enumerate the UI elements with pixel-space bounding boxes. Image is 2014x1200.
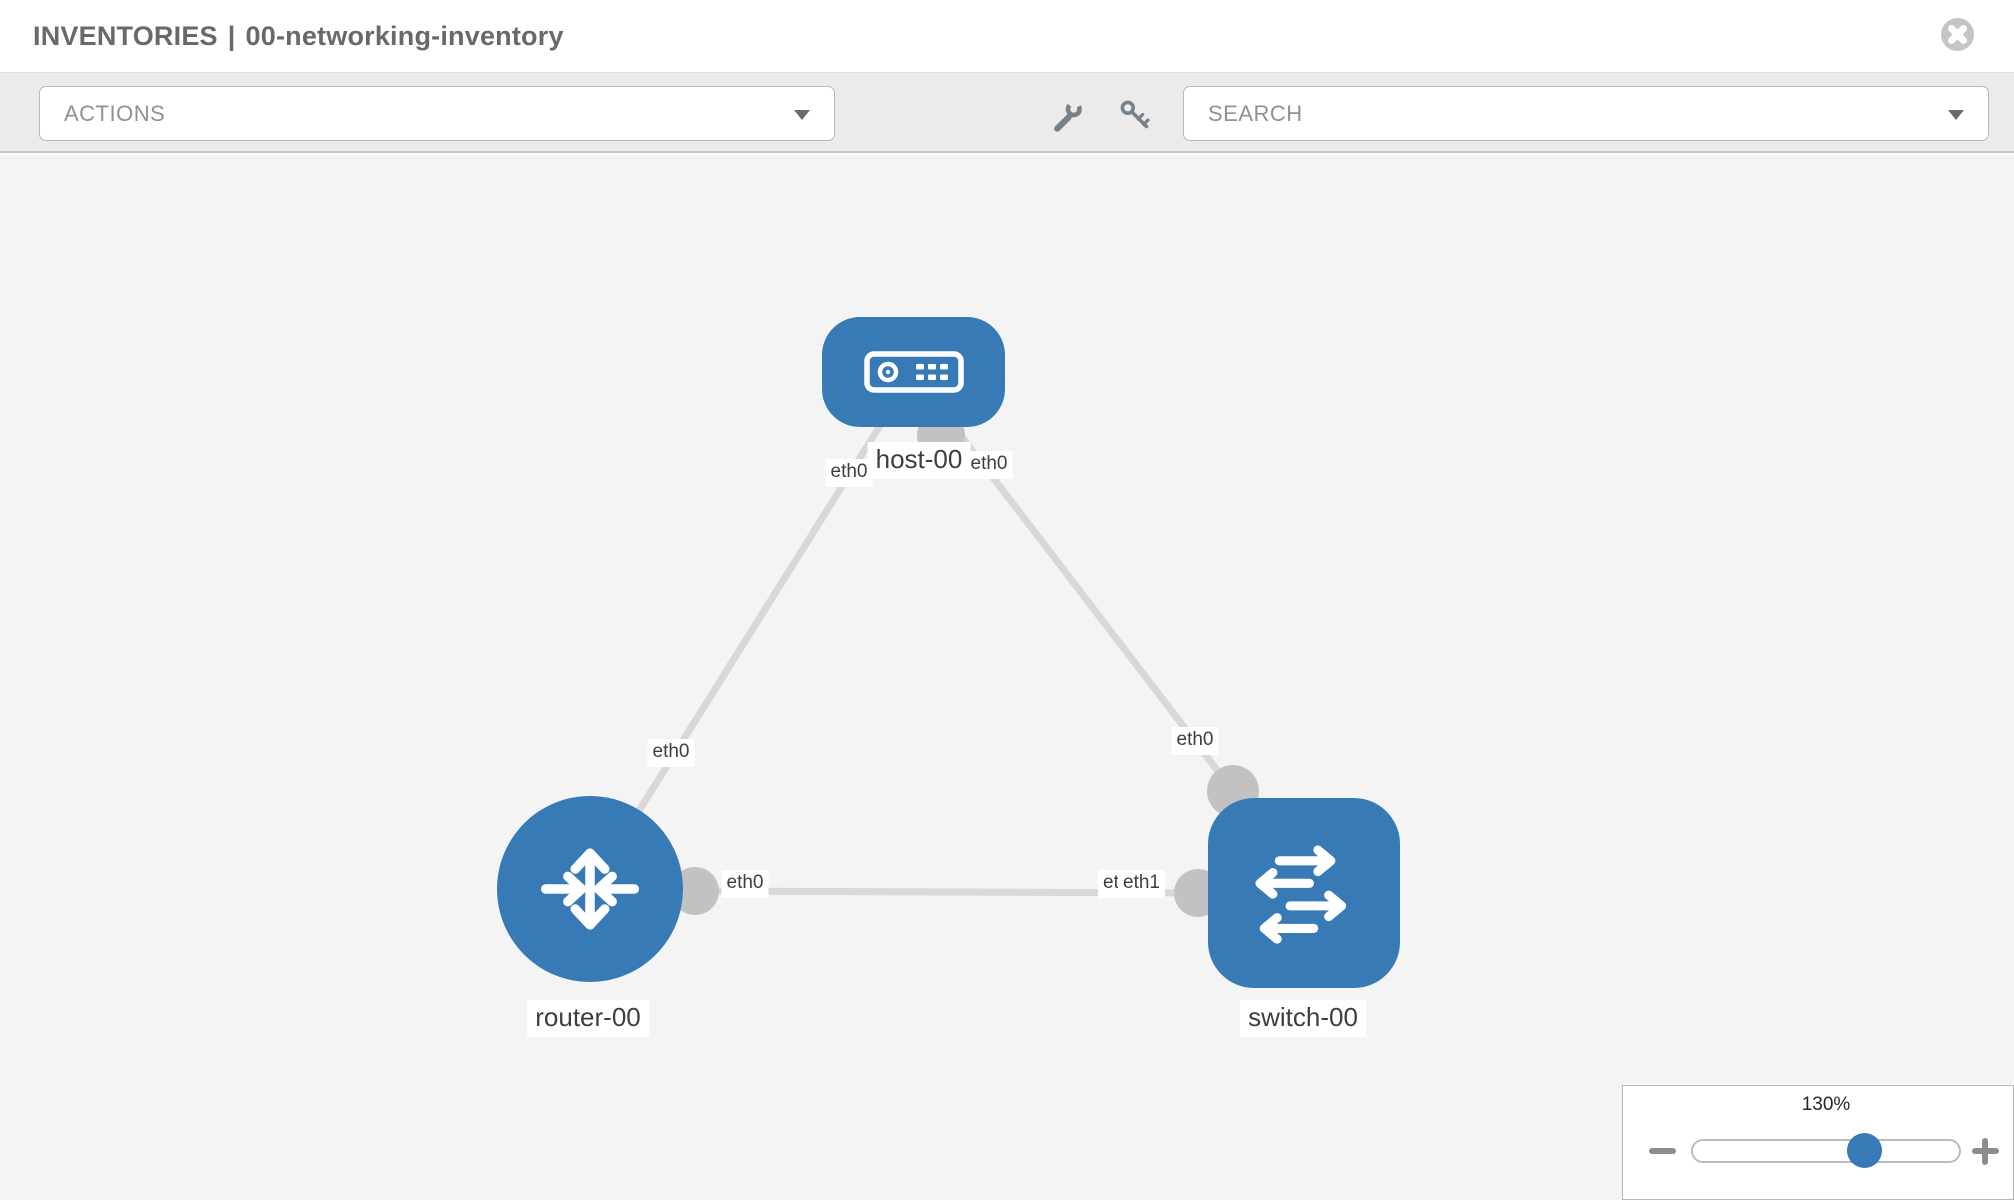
page-title: INVENTORIES | 00-networking-inventory xyxy=(33,0,564,72)
node-router-00[interactable] xyxy=(497,796,683,982)
zoom-in-button[interactable] xyxy=(1972,1138,1999,1165)
node-label-switch: switch-00 xyxy=(1240,1000,1366,1037)
interface-label-switch-eth0: eth0 xyxy=(1171,727,1219,755)
zoom-panel: 130% xyxy=(1622,1085,2014,1200)
title-separator: | xyxy=(227,21,236,51)
chevron-down-icon xyxy=(794,110,810,120)
breadcrumb: INVENTORIES xyxy=(33,21,218,51)
plus-icon xyxy=(1982,1138,1988,1165)
key-button[interactable] xyxy=(1117,97,1153,133)
close-button[interactable] xyxy=(1940,17,1975,52)
close-icon xyxy=(1941,18,1974,51)
zoom-out-button[interactable] xyxy=(1649,1148,1676,1154)
zoom-slider-thumb[interactable] xyxy=(1847,1133,1882,1168)
interface-label-host-to-switch: eth0 xyxy=(965,451,1013,479)
router-icon xyxy=(540,848,640,930)
toolbar: ACTIONS SEARCH xyxy=(0,72,2014,153)
interface-label-router-uplink: eth0 xyxy=(647,739,695,767)
switch-icon xyxy=(1255,845,1347,944)
node-label-router: router-00 xyxy=(527,1000,649,1037)
links-layer xyxy=(587,370,1259,917)
topology-canvas[interactable]: host-00 router-00 switch-00 eth0 eth0 et… xyxy=(0,155,2014,1200)
wrench-icon xyxy=(1054,101,1082,132)
key-icon xyxy=(1120,100,1150,129)
actions-dropdown[interactable]: ACTIONS xyxy=(39,86,835,141)
chevron-down-icon xyxy=(1948,110,1964,120)
interface-label-host-to-router: eth0 xyxy=(825,459,873,487)
zoom-percent-label: 130% xyxy=(1801,1094,1851,1115)
page-header: INVENTORIES | 00-networking-inventory xyxy=(0,0,2014,72)
node-switch-00[interactable] xyxy=(1208,798,1400,988)
interface-label-switch-eth1: eth1 xyxy=(1118,870,1165,898)
search-dropdown-label: SEARCH xyxy=(1208,101,1303,126)
search-dropdown[interactable]: SEARCH xyxy=(1183,86,1989,141)
wrench-button[interactable] xyxy=(1050,97,1086,133)
connector-router xyxy=(671,867,719,915)
zoom-slider[interactable] xyxy=(1691,1133,1961,1168)
host-icon xyxy=(863,351,964,393)
interface-label-router-eth0: eth0 xyxy=(721,870,769,898)
node-host-00[interactable] xyxy=(822,317,1005,427)
inventory-name: 00-networking-inventory xyxy=(245,21,564,51)
node-label-host: host-00 xyxy=(867,442,971,479)
actions-dropdown-label: ACTIONS xyxy=(64,101,166,126)
